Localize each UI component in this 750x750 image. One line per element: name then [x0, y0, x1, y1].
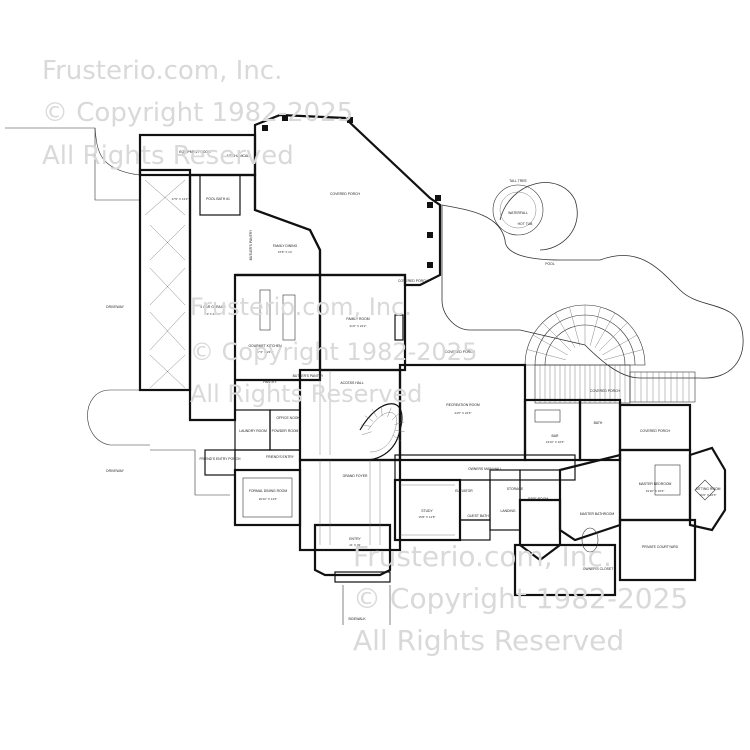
label-garage-top-dim: 17'6" X 13'2"	[172, 197, 189, 201]
label-sitting-room: SITTING ROOM	[696, 487, 721, 491]
label-family-room-dim: 21'6" X 24'2"	[350, 324, 367, 328]
label-mechanical: MECHANICAL	[227, 154, 249, 158]
room-labels: EQUIPMENT ROOM 17'6" X 13'2" MECHANICAL …	[106, 150, 720, 621]
label-formal-dining: FORMAL DINING ROOM	[249, 489, 287, 493]
label-bath: BATH	[594, 421, 603, 425]
label-owners-closet: OWNER'S CLOSET	[583, 567, 613, 571]
watermark-company-3: Frusterio.com, Inc.	[353, 540, 612, 573]
label-rec-room: RECREATION ROOM	[446, 403, 480, 407]
label-garage: 4 CAR GARAGE	[200, 305, 226, 309]
label-tall-tree: TALL TREE	[509, 179, 527, 183]
label-gourmet-kitchen: GOURMET KITCHEN	[248, 344, 282, 348]
label-driveway-top: DRIVEWAY	[106, 305, 124, 309]
label-guest-bath: GUEST BATH	[467, 514, 489, 518]
label-equipment-room: EQUIPMENT ROOM	[179, 150, 211, 154]
label-family-dining: FAMILY DINING	[273, 244, 298, 248]
label-driveway-bottom: DRIVEWAY	[106, 469, 124, 473]
label-master-bedroom: MASTER BEDROOM	[639, 482, 672, 486]
label-butlers-pantry: BUTLER'S PANTRY	[249, 229, 253, 260]
label-family-room: FAMILY ROOM	[346, 317, 369, 321]
label-rec-room-dim: 24'6" X 24'6"	[455, 411, 472, 415]
label-landing: LANDING	[500, 509, 515, 513]
label-master-bedroom-dim: 19'10" X 16'6"	[646, 489, 665, 493]
label-entry: ENTRY	[349, 537, 361, 541]
watermark-rights-2: All Rights Reserved	[190, 380, 423, 408]
label-gourmet-kitchen-dim: 17'4" X 23'0"	[257, 350, 274, 354]
label-friends-entry-porch: FRIEND'S ENTRY PORCH	[199, 457, 241, 461]
label-master-bath: MASTER BATHROOM	[580, 512, 615, 516]
label-hot-tub: HOT TUB	[518, 222, 533, 226]
pergola	[524, 304, 696, 404]
exterior-walls	[138, 113, 727, 597]
label-laundry: LAUNDRY ROOM	[239, 429, 267, 433]
label-bar: BAR	[552, 434, 560, 438]
watermark-company-2: Frusterio.com, Inc.	[190, 293, 412, 321]
interior-details	[259, 115, 716, 553]
pool-outline	[441, 204, 744, 379]
site-outlines	[5, 127, 744, 625]
label-elevator: ELEVATOR	[455, 489, 473, 493]
label-covered-porch-right: COVERED PORCH	[590, 389, 621, 393]
label-private-courtyard: PRIVATE COURTYARD	[642, 545, 679, 549]
label-garage-dim: 23' X 47'10"	[205, 312, 221, 316]
label-office: OFFICE NOOK	[276, 416, 300, 420]
label-storage: STORAGE	[507, 487, 524, 491]
label-pool-bath: POOL BATH #1	[206, 197, 230, 201]
watermark-copyright-3: © Copyright 1982-2025	[353, 582, 689, 615]
label-owners-hall: OWNERS MAIN HALL	[468, 467, 502, 471]
label-family-dining-dim: 15'8" X 14'	[278, 250, 293, 254]
label-formal-dining-dim: 20'10" X 14'6"	[259, 497, 278, 501]
label-waterfall: WATERFALL	[508, 211, 528, 215]
label-covered-porch-center: COVERED PORCH	[445, 350, 476, 354]
label-pool: POOL	[545, 262, 555, 266]
label-pantry: PANTRY	[263, 380, 277, 384]
watermark-rights-1: All Rights Reserved	[42, 141, 294, 171]
label-friends-entry: FRIEND'S ENTRY	[266, 455, 295, 459]
label-covered-porch-mid: COVERED PORCH	[398, 279, 429, 283]
watermark-copyright-1: © Copyright 1982-2025	[42, 98, 354, 128]
label-sidewalk: SIDEWALK	[348, 617, 366, 621]
label-butler-pantry-2: BUTLER'S PANTRY	[293, 374, 324, 378]
label-foyer-dim: 21' X 33'	[349, 543, 361, 547]
label-study-dim: 15'8" X 14'8"	[419, 515, 436, 519]
hot-tub	[492, 184, 544, 236]
label-covered-porch-master: COVERED PORCH	[640, 429, 671, 433]
label-access-hall: ACCESS HALL	[340, 381, 363, 385]
label-study: STUDY	[421, 509, 433, 513]
watermark-rights-3: All Rights Reserved	[353, 624, 625, 657]
label-powder: POWDER ROOM	[272, 429, 299, 433]
label-grand-foyer: GRAND FOYER	[343, 474, 368, 478]
label-safe-room: SAFE ROOM	[528, 497, 549, 501]
watermark-company-1: Frusterio.com, Inc.	[42, 56, 283, 86]
watermark-copyright-2: © Copyright 1982-2025	[190, 338, 478, 366]
label-bar-dim: 13'10" X 16'6"	[546, 440, 565, 444]
label-sitting-room-dim: 16'6" X 16'6"	[700, 493, 717, 497]
label-covered-porch-top: COVERED PORCH	[330, 192, 361, 196]
